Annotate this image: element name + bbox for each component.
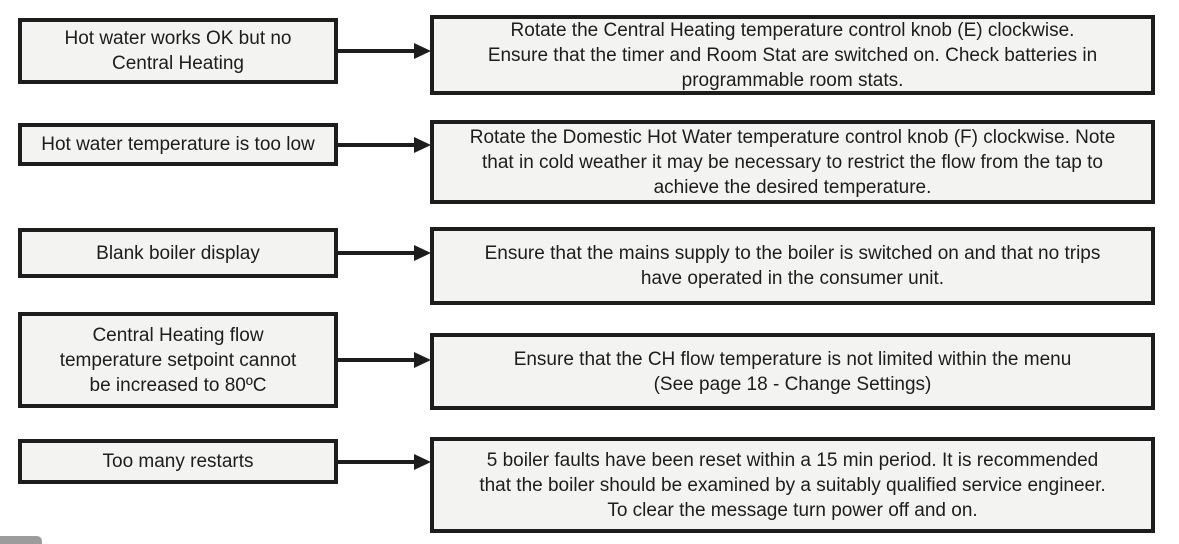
problem-box: Hot water works OK but no Central Heatin… [18, 18, 338, 84]
arrow-head-icon [414, 352, 431, 368]
flow-arrow [338, 137, 431, 153]
flow-arrow [338, 352, 431, 368]
arrow-head-icon [414, 454, 431, 470]
problem-box: Blank boiler display [18, 228, 338, 278]
solution-box: Rotate the Domestic Hot Water temperatur… [430, 120, 1155, 204]
page-edge-tab-fragment [0, 536, 42, 544]
flow-arrow [338, 245, 431, 261]
solution-box: Ensure that the CH flow temperature is n… [430, 333, 1155, 410]
solution-box: Ensure that the mains supply to the boil… [430, 227, 1155, 305]
problem-box: Central Heating flow temperature setpoin… [18, 312, 338, 408]
flow-arrow [338, 454, 431, 470]
problem-box: Hot water temperature is too low [18, 123, 338, 166]
arrow-shaft [338, 460, 416, 464]
arrow-head-icon [414, 245, 431, 261]
solution-box: 5 boiler faults have been reset within a… [430, 437, 1155, 533]
arrow-shaft [338, 358, 416, 362]
problem-box: Too many restarts [18, 439, 338, 484]
arrow-shaft [338, 49, 416, 53]
arrow-head-icon [414, 137, 431, 153]
arrow-shaft [338, 251, 416, 255]
flow-arrow [338, 43, 431, 59]
solution-box: Rotate the Central Heating temperature c… [430, 15, 1155, 95]
arrow-head-icon [414, 43, 431, 59]
arrow-shaft [338, 143, 416, 147]
